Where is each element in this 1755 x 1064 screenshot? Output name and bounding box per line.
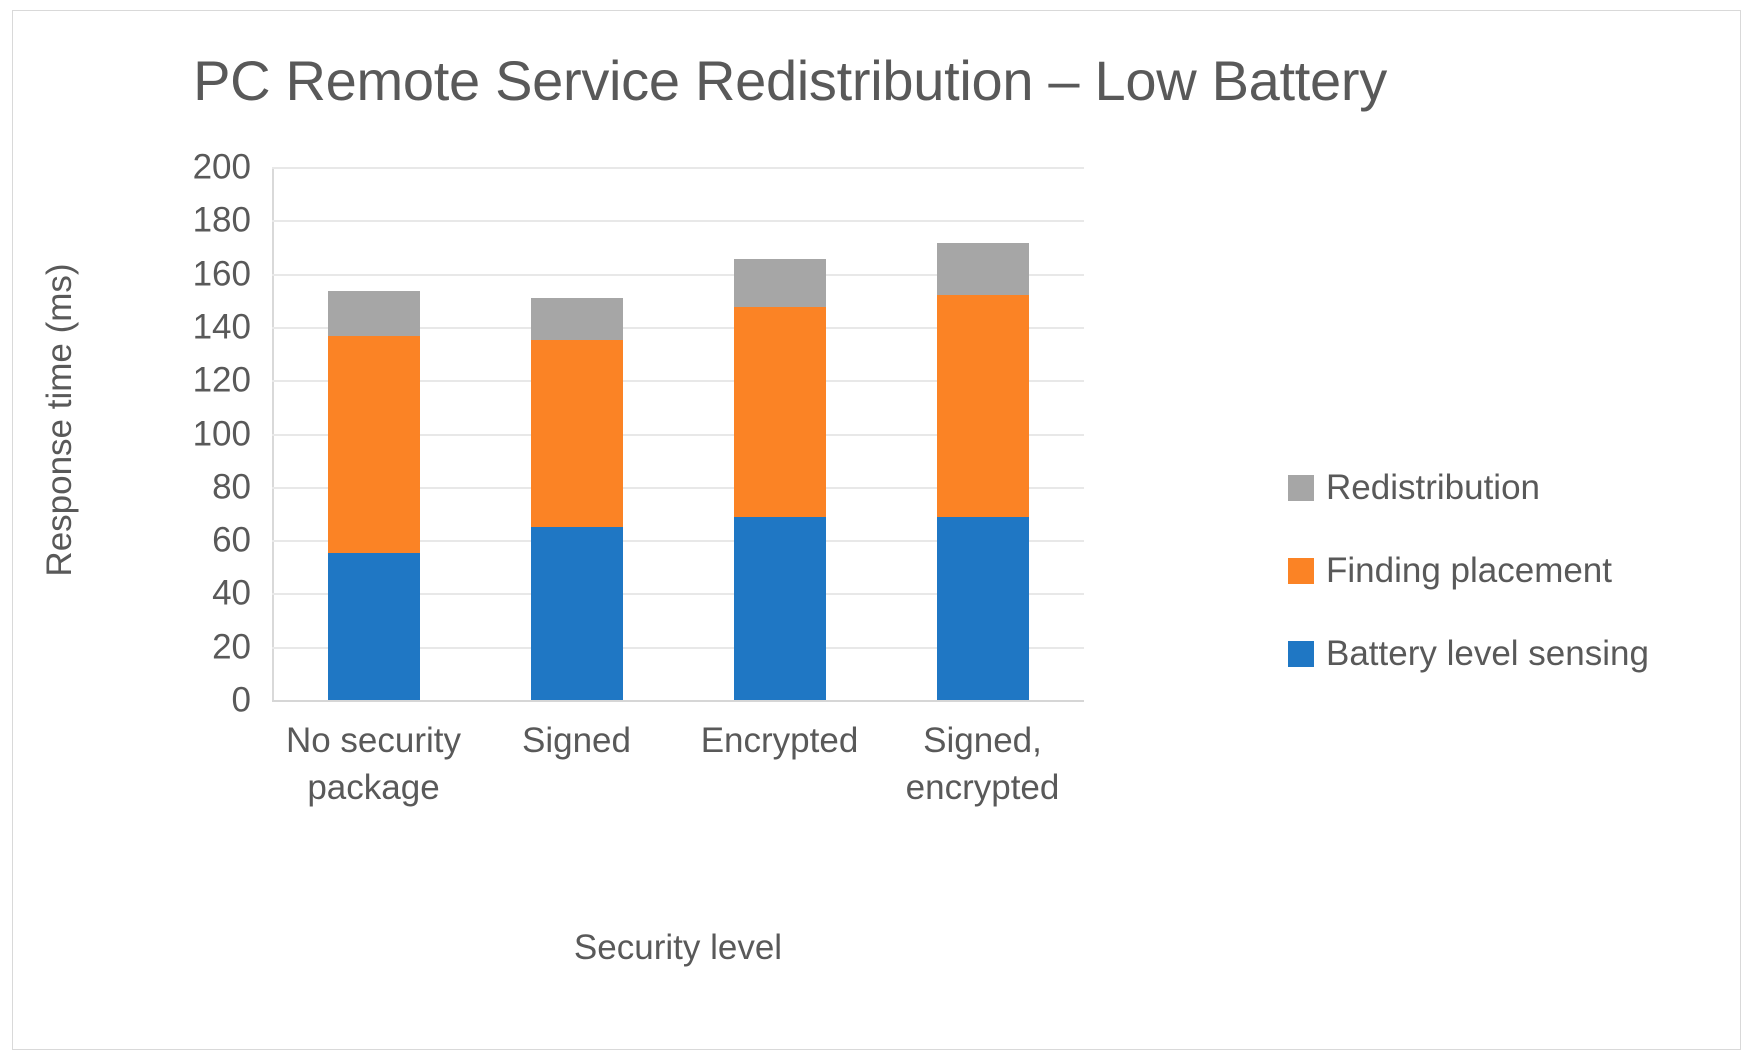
bar-segment-redistribution[interactable] xyxy=(530,297,623,341)
legend-item[interactable]: Battery level sensing xyxy=(1288,636,1708,671)
x-axis-tick-labels: No security package Signed Encrypted Signed,… xyxy=(272,718,1084,838)
bar-segment-finding-placement[interactable] xyxy=(936,294,1029,518)
gridline xyxy=(272,540,1084,543)
legend-item[interactable]: Finding placement xyxy=(1288,553,1708,588)
x-axis-tick-label-line: No security xyxy=(285,721,462,760)
x-axis-baseline xyxy=(272,700,1084,702)
gridline xyxy=(272,433,1084,436)
y-axis-tick-label: 80 xyxy=(212,467,251,507)
legend-swatch-icon xyxy=(1288,474,1314,501)
plot-area xyxy=(272,167,1084,702)
bar-segment-redistribution[interactable] xyxy=(936,242,1029,295)
y-axis-tick-label: 40 xyxy=(212,573,251,613)
bar-4[interactable] xyxy=(936,167,1029,700)
bar-segment-redistribution[interactable] xyxy=(327,290,420,337)
bar-segment-battery-level-sensing[interactable] xyxy=(530,526,623,700)
x-axis-tick-label-line: Signed, xyxy=(923,721,1042,760)
x-axis-tick-label-line: Signed xyxy=(522,721,631,760)
gridline xyxy=(272,326,1084,329)
bar-segment-redistribution[interactable] xyxy=(733,258,826,307)
x-axis-tick-label: Encrypted xyxy=(665,718,895,765)
y-axis-title: Response time (ms) xyxy=(40,263,79,577)
gridline xyxy=(272,593,1084,596)
gridline xyxy=(272,220,1084,223)
y-axis-tick-label: 180 xyxy=(192,200,251,240)
bar-segment-finding-placement[interactable] xyxy=(733,306,826,518)
legend-label: Finding placement xyxy=(1326,551,1612,590)
gridline xyxy=(272,380,1084,383)
x-axis-tick-label: No security package xyxy=(259,718,489,811)
x-axis-tick-label-line: encrypted xyxy=(905,767,1060,807)
x-axis-tick-label-line: Encrypted xyxy=(700,721,859,760)
bar-segment-battery-level-sensing[interactable] xyxy=(327,553,420,700)
x-axis-tick-label-line: package xyxy=(307,767,440,807)
y-axis-tick-label: 100 xyxy=(192,414,251,453)
y-axis-tick-label: 160 xyxy=(192,254,251,294)
legend-item[interactable]: Redistribution xyxy=(1288,470,1708,505)
y-axis-tick-label: 200 xyxy=(192,147,251,187)
y-axis-tick-label: 120 xyxy=(192,360,251,400)
bar-segment-battery-level-sensing[interactable] xyxy=(733,517,826,700)
y-axis-tick-label: 140 xyxy=(192,307,251,347)
chart-title: PC Remote Service Redistribution – Low B… xyxy=(193,49,1387,112)
legend-swatch-icon xyxy=(1288,640,1314,667)
gridline xyxy=(272,486,1084,489)
y-axis-tick-label: 60 xyxy=(212,520,251,560)
x-axis-tick-label: Signed, encrypted xyxy=(868,718,1098,811)
bar-2[interactable] xyxy=(530,167,623,700)
bar-segment-finding-placement[interactable] xyxy=(530,340,623,527)
bar-segment-battery-level-sensing[interactable] xyxy=(936,517,1029,700)
bar-1[interactable] xyxy=(327,167,420,700)
legend-swatch-icon xyxy=(1288,557,1314,584)
bar-3[interactable] xyxy=(733,167,826,700)
y-axis-tick-label: 0 xyxy=(231,680,251,720)
x-axis-title: Security level xyxy=(573,928,783,967)
gridline xyxy=(272,646,1084,649)
bar-segment-finding-placement[interactable] xyxy=(327,336,420,554)
x-axis-tick-label: Signed xyxy=(462,718,692,765)
gridline xyxy=(272,273,1084,276)
chart-border xyxy=(12,10,1741,1050)
legend-label: Redistribution xyxy=(1326,468,1540,507)
y-axis-tick-label: 20 xyxy=(212,627,251,667)
gridline xyxy=(272,167,1084,169)
legend-label: Battery level sensing xyxy=(1326,634,1649,673)
